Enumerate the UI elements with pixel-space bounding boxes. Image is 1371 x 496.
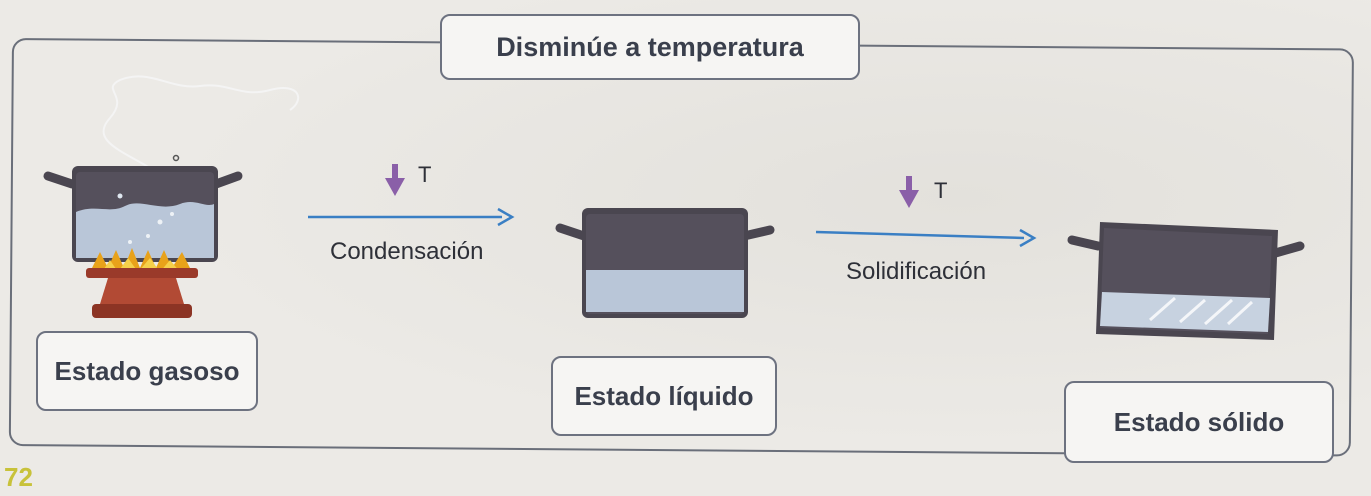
solidification-label: Solidificación (846, 258, 987, 285)
steam-icon (102, 75, 300, 169)
solid-pot-icon (1067, 222, 1305, 340)
liquid-state-label: Estado líquido (551, 356, 777, 436)
stove-icon (86, 268, 198, 318)
temperature-label: T (418, 162, 432, 187)
title-box: Disminúe a temperatura (440, 14, 860, 80)
boiling-pot-icon (43, 166, 243, 262)
temperature-label: T (934, 178, 948, 203)
solid-state-label: Estado sólido (1064, 381, 1334, 463)
page-number: 72 (4, 462, 33, 492)
temperature-down-icon (899, 176, 919, 208)
solidification-arrow (815, 230, 1025, 240)
temperature-down-icon (385, 164, 405, 196)
liquid-pot-icon (555, 208, 775, 318)
gas-state-label: Estado gasoso (36, 331, 258, 411)
condensation-label: Condensación (330, 238, 484, 265)
